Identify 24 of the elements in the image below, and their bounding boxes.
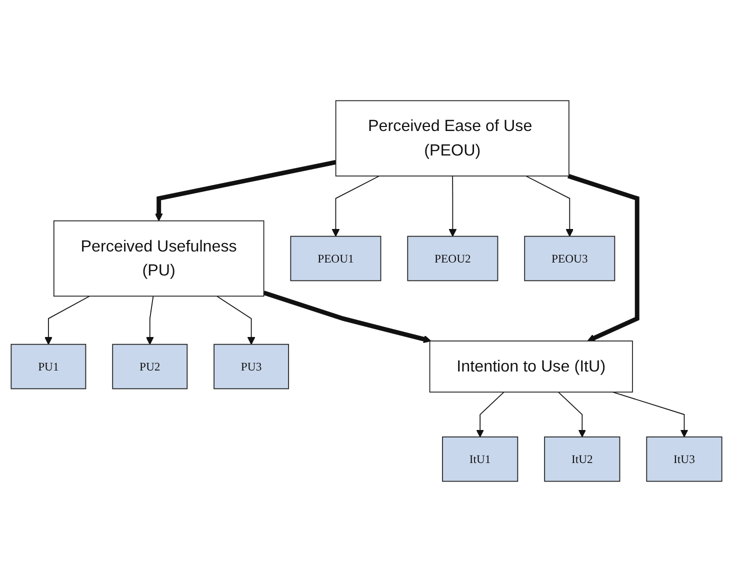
node-box: Perceived Usefulness (PU) — [53, 220, 264, 297]
arrow — [146, 296, 154, 345]
node-box: PU1 — [10, 344, 86, 390]
node-box: PU2 — [112, 344, 188, 390]
arrow — [525, 176, 574, 237]
node-box: ItU1 — [442, 436, 518, 482]
node-box: Perceived Ease of Use (PEOU) — [335, 100, 570, 176]
arrow — [612, 392, 688, 438]
arrow — [332, 176, 380, 237]
node-box: PEOU1 — [290, 236, 382, 282]
arrow — [154, 160, 336, 222]
node-box: PEOU3 — [524, 236, 616, 282]
arrow — [567, 174, 640, 342]
arrow — [44, 296, 90, 345]
node-box: PEOU2 — [407, 236, 498, 282]
arrow — [216, 296, 256, 345]
arrow — [263, 290, 432, 344]
arrow — [476, 392, 504, 438]
arrow — [558, 392, 586, 438]
node-box: PU3 — [214, 344, 290, 390]
arrow — [448, 176, 457, 237]
node-box: Intention to Use (ItU) — [429, 340, 633, 393]
node-box: ItU2 — [544, 436, 620, 482]
node-box: ItU3 — [646, 436, 722, 482]
